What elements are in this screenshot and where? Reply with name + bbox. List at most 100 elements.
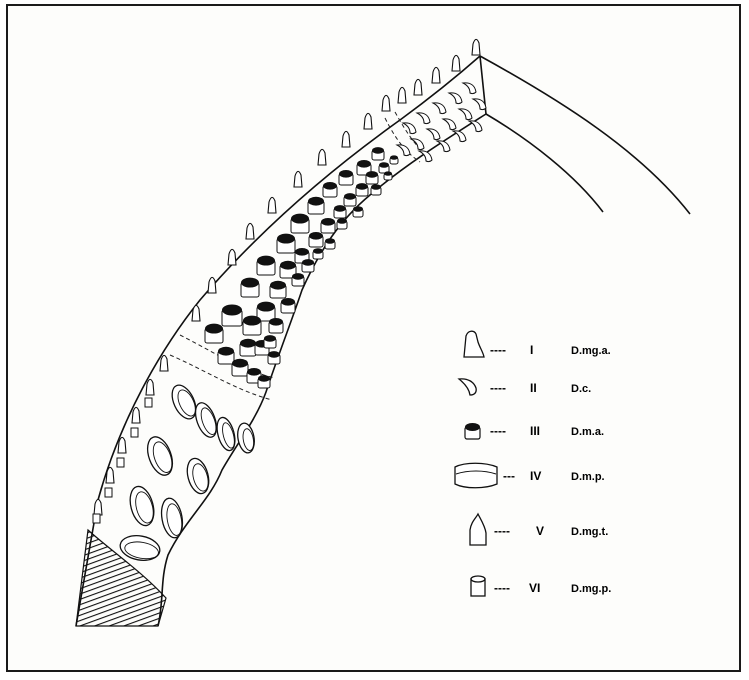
legend-abbr-1: D.mg.a. [571,345,611,357]
legend-numeral-2: II [530,381,537,395]
round-cap-tooth-top [257,256,275,266]
round-cap-tooth-top [313,248,323,254]
claw-tooth [433,103,446,114]
round-cap-tooth-top [379,162,389,168]
legend-dashes-5: ---- [494,524,510,538]
plate-tooth [143,433,177,478]
marginal-tooth [452,55,460,71]
round-cap-tooth-top [309,232,323,240]
round-cap-tooth-top [270,281,286,290]
marginal-tooth [382,95,390,111]
legend-abbr-6: D.mg.p. [571,583,611,595]
legend-item-2: ---- II D.c. [459,379,591,395]
marginal-tooth [414,79,422,95]
round-cap-tooth-top [247,368,261,376]
cylindrical-tooth [117,458,124,467]
round-cap-tooth-top [337,218,347,224]
marginal-tooth [342,131,350,147]
cylindrical-tooth-icon [471,576,485,596]
marginal-tooth [132,407,140,423]
claw-tooth [463,83,476,94]
legend-item-4: --- IV D.m.p. [455,463,605,488]
round-cap-tooth-top [241,278,259,288]
cylindrical-tooth [105,488,112,497]
legend-numeral-6: VI [529,581,540,595]
legend-numeral-1: I [530,343,533,357]
marginal-tooth [432,67,440,83]
marginal-tooth [228,249,236,265]
round-cap-tooth-top [295,248,309,256]
claw-tooth [459,109,472,120]
round-cap-tooth-top [308,197,324,206]
marginal-tooth [246,223,254,239]
claw-tooth [397,145,410,156]
legend-item-3: ---- III D.m.a. [465,423,604,439]
marginal-tooth [160,355,168,371]
round-cap-tooth-top [218,347,234,356]
legend-dashes-3: ---- [490,424,506,438]
round-cap-tooth-top [321,218,335,226]
legend-dashes-6: ---- [494,581,510,595]
round-cap-tooth-top [257,302,275,312]
round-cap-tooth-top [264,335,276,342]
round-cap-tooth-top [334,205,346,212]
round-cap-tooth-top [323,182,337,190]
claw-tooth [417,113,430,124]
round-cap-tooth-top [302,259,314,266]
legend-item-6: ---- VI D.mg.p. [471,576,611,596]
jaw-inner-edge [158,114,486,626]
legend-item-5: ---- V D.mg.t. [470,514,608,545]
cylindrical-tooth [93,514,100,523]
claw-tooth [469,121,482,132]
legend-abbr-5: D.mg.t. [571,526,608,538]
claw-tooth [437,141,450,152]
arc-line-lower [486,114,603,212]
round-cap-tooth-top [390,155,398,159]
round-cap-tooth-top [372,147,384,154]
cylindrical-tooth [145,398,152,407]
tall-hooked-tooth-icon [464,331,484,357]
claw-tooth [449,93,462,104]
legend-numeral-4: IV [530,469,541,483]
legend-numeral-3: III [530,424,540,438]
marginal-tooth [268,197,276,213]
round-cap-tooth-top [371,184,381,190]
legend-dashes-1: ---- [490,343,506,357]
legend-dashes-2: ---- [490,381,506,395]
round-cap-tooth-top [339,170,353,178]
marginal-tooth [94,499,102,515]
legend-abbr-2: D.c. [571,383,591,395]
legend-item-1: ---- I D.mg.a. [464,331,611,357]
marginal-tooth [364,113,372,129]
marginal-tooth [146,379,154,395]
claw-tooth [443,119,456,130]
claw-tooth [403,123,416,134]
round-cap-tooth-top [205,324,223,334]
round-cap-tooth-top [353,206,363,212]
plate-tooth [126,484,158,528]
conical-tooth-icon [470,514,486,545]
round-cap-tooth-top [268,351,280,358]
marginal-tooth [208,277,216,293]
plate-tooth [214,416,238,453]
round-cap-tooth-top [240,339,256,348]
flat-plate-tooth-icon [455,463,497,488]
round-cap-tooth-top [357,160,371,168]
round-cap-tooth-top [291,214,309,224]
claw-teeth [397,83,486,162]
round-cap-tooth-top [269,318,283,326]
legend-abbr-3: D.m.a. [571,426,604,438]
marginal-tooth [318,149,326,165]
round-cap-tooth-top [281,298,295,306]
cylindrical-tooth [131,428,138,437]
claw-tooth [453,131,466,142]
claw-tooth [411,139,424,150]
jaw-outline [76,56,690,626]
round-cap-tooth-top [222,305,242,316]
round-cap-tooth-top [243,316,261,326]
plate-tooth [184,456,213,496]
curved-claw-tooth-icon [459,379,476,395]
round-cap-tooth-top [344,193,356,200]
round-cap-tooth-top [258,375,270,382]
